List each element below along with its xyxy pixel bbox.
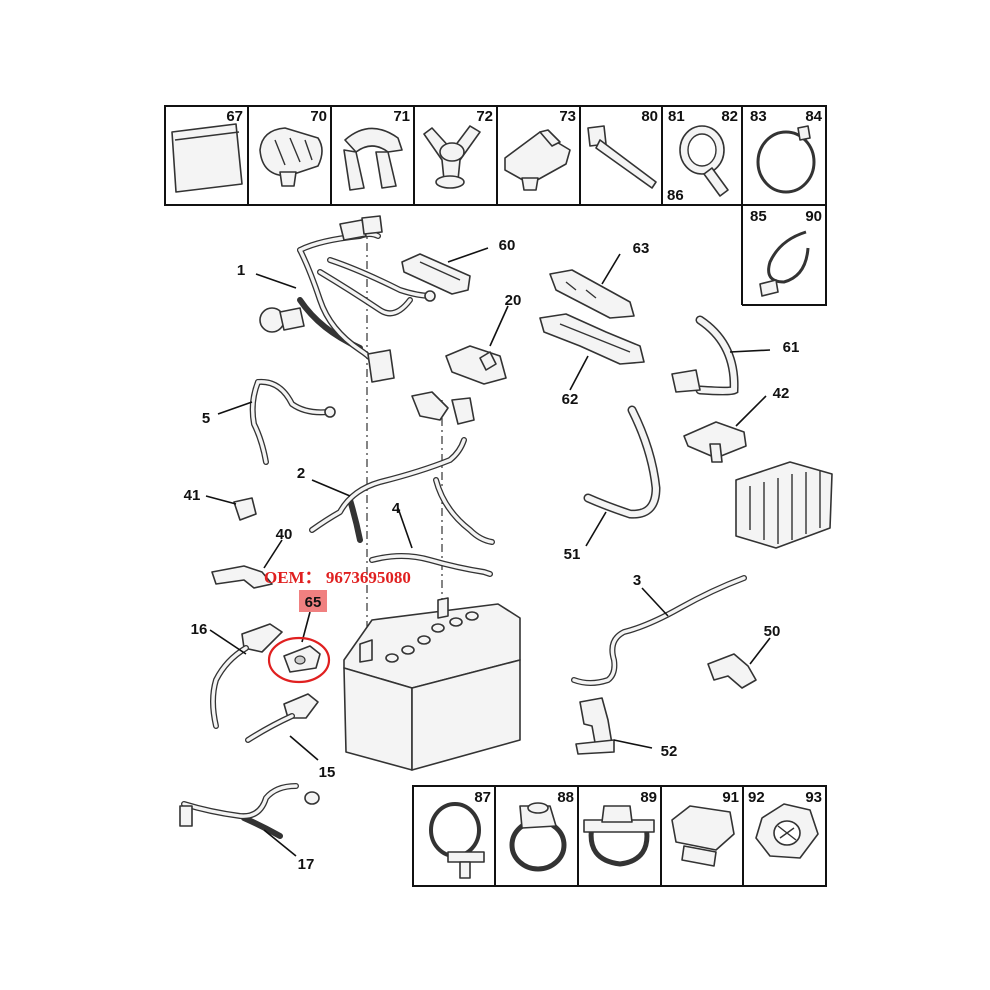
loop-tie-icon (767, 230, 810, 284)
cell-label-84: 84 (805, 108, 822, 125)
callout-51: 51 (564, 546, 581, 563)
callout-16: 16 (191, 621, 208, 638)
mounting-clip-icon (504, 131, 571, 185)
gasket-pad-icon (171, 123, 243, 193)
top-cell-83-84: 83 84 (750, 108, 823, 194)
callout-50: 50 (764, 623, 781, 640)
callout-17: 17 (298, 856, 315, 873)
part-17-cable (179, 783, 320, 839)
cell-label-85: 85 (750, 208, 767, 225)
part-42-bracket (683, 421, 747, 463)
cell-label-93: 93 (805, 789, 822, 806)
oem-number: OEM： 9673695080 (264, 568, 411, 587)
part-40-bracket (211, 565, 273, 589)
part-3-cable (571, 575, 747, 686)
callout-numbers: 1 60 63 20 61 62 42 5 2 4 41 40 51 3 50 … (184, 237, 800, 873)
part-2-cable (309, 391, 495, 545)
part-65-terminal (283, 645, 321, 673)
cell-label-88: 88 (557, 789, 574, 806)
bottom-cell-92-93: 92 93 (748, 789, 822, 859)
callout-3: 3 (633, 572, 641, 589)
bottom-cell-87: 87 (429, 789, 491, 879)
callout-5: 5 (202, 410, 210, 427)
part-4-cable (369, 553, 493, 577)
part-60-bracket (401, 253, 471, 295)
cell-label-82: 82 (721, 108, 738, 125)
cell-label-80: 80 (641, 108, 658, 125)
callout-65: 65 (305, 594, 322, 611)
battery (343, 597, 521, 771)
cell-label-72: 72 (476, 108, 493, 125)
callout-15: 15 (319, 764, 336, 781)
part-20-junction (445, 345, 507, 385)
cell-label-83: 83 (750, 108, 767, 125)
callout-40: 40 (276, 526, 293, 543)
part-62-rail (539, 313, 645, 365)
part-63-rail (549, 269, 635, 319)
part-61-guide (671, 315, 739, 396)
highlight-ring (267, 636, 331, 684)
ecu-module (735, 461, 833, 549)
top-cell-71: 71 (343, 108, 410, 191)
wire-clip-icon (259, 127, 323, 177)
cell-label-90: 90 (805, 208, 822, 225)
top-cell-67: 67 (171, 108, 243, 193)
part-50-bracket (707, 653, 757, 689)
ring-tie-icon (756, 130, 816, 194)
callout-2: 2 (297, 465, 305, 482)
band-clamp-icon (509, 818, 567, 872)
callout-63: 63 (633, 240, 650, 257)
cell-label-71: 71 (393, 108, 410, 125)
callout-62: 62 (562, 391, 579, 408)
cell-label-70: 70 (310, 108, 327, 125)
cell-label-67: 67 (226, 108, 243, 125)
callout-61: 61 (783, 339, 800, 356)
bottom-cell-88: 88 (509, 789, 574, 872)
battery-front-face (411, 659, 521, 771)
callout-20: 20 (505, 292, 522, 309)
top-cell-80: 80 (587, 108, 658, 189)
part-15-terminal (245, 693, 319, 743)
part-16-cable (210, 623, 283, 729)
top-cell-81-82-86: 81 82 86 (667, 108, 738, 204)
leader-lines (205, 247, 771, 857)
callout-42: 42 (773, 385, 790, 402)
bottom-cell-91: 91 (671, 789, 739, 867)
part-41-clip (233, 497, 257, 521)
bottom-parts-table (412, 785, 827, 887)
harness-bracket-icon (344, 127, 403, 153)
cell-label-81: 81 (668, 108, 685, 125)
bottom-cell-89: 89 (583, 789, 657, 867)
p-clamp-icon (429, 802, 481, 858)
top-cell-73: 73 (504, 108, 576, 191)
cell-label-91: 91 (722, 789, 739, 806)
part-52-bracket (575, 697, 615, 755)
saddle-clamp-icon (588, 825, 650, 867)
top-parts-table (164, 105, 827, 306)
callout-52: 52 (661, 743, 678, 760)
cell-label-92: 92 (748, 789, 765, 806)
callout-41: 41 (184, 487, 201, 504)
callout-1: 1 (237, 262, 245, 279)
callout-60: 60 (499, 237, 516, 254)
part-51-strap (583, 405, 661, 519)
top-cell-85-90: 85 90 (750, 208, 822, 297)
cell-label-73: 73 (559, 108, 576, 125)
spring-nut-icon (671, 805, 735, 851)
part-65-badge (299, 590, 327, 612)
top-cell-72: 72 (423, 108, 493, 189)
part-5-cable (249, 378, 336, 465)
part-1-main-harness (259, 215, 436, 383)
top-cell-70: 70 (259, 108, 327, 187)
cell-label-87: 87 (474, 789, 491, 806)
callout-4: 4 (392, 500, 401, 517)
cell-label-89: 89 (640, 789, 657, 806)
cell-label-86: 86 (667, 187, 684, 204)
